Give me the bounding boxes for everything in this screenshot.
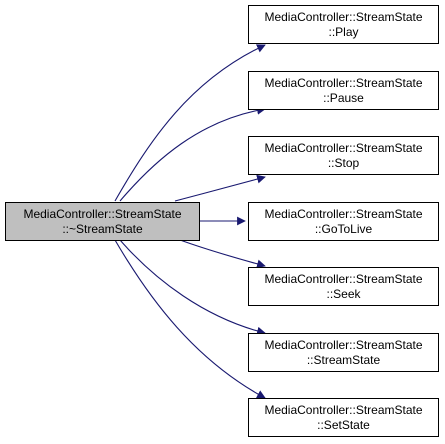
node-play-line2: ::Play bbox=[328, 24, 359, 39]
root-node[interactable]: MediaController::StreamState ::~StreamSt… bbox=[5, 202, 200, 241]
node-setstate-line2: ::SetState bbox=[317, 417, 370, 432]
node-seek[interactable]: MediaController::StreamState ::Seek bbox=[248, 267, 439, 306]
node-seek-line2: ::Seek bbox=[326, 286, 361, 301]
node-stop[interactable]: MediaController::StreamState ::Stop bbox=[248, 136, 439, 175]
node-streamstate[interactable]: MediaController::StreamState ::StreamSta… bbox=[248, 333, 439, 372]
edge-to-pause bbox=[119, 105, 266, 202]
node-gotolive-line2: ::GoToLive bbox=[314, 221, 373, 236]
edge-to-play bbox=[114, 44, 266, 202]
node-streamstate-line2: ::StreamState bbox=[306, 352, 381, 367]
node-gotolive[interactable]: MediaController::StreamState ::GoToLive bbox=[248, 202, 439, 241]
node-streamstate-line1: MediaController::StreamState bbox=[264, 337, 423, 352]
node-play[interactable]: MediaController::StreamState ::Play bbox=[248, 5, 439, 44]
node-stop-line2: ::Stop bbox=[327, 155, 360, 170]
node-play-line1: MediaController::StreamState bbox=[264, 9, 423, 24]
node-pause-line1: MediaController::StreamState bbox=[264, 75, 423, 90]
node-setstate[interactable]: MediaController::StreamState ::SetState bbox=[248, 398, 439, 437]
edge-to-streamstate bbox=[119, 239, 266, 336]
edge-to-seek bbox=[179, 239, 266, 269]
root-node-line1: MediaController::StreamState bbox=[23, 206, 182, 221]
node-setstate-line1: MediaController::StreamState bbox=[264, 402, 423, 417]
node-gotolive-line1: MediaController::StreamState bbox=[264, 206, 423, 221]
node-pause[interactable]: MediaController::StreamState ::Pause bbox=[248, 71, 439, 110]
node-pause-line2: ::Pause bbox=[323, 90, 364, 105]
root-node-line2: ::~StreamState bbox=[62, 221, 143, 236]
node-seek-line1: MediaController::StreamState bbox=[264, 271, 423, 286]
edge-to-stop bbox=[174, 174, 266, 202]
edge-to-setstate bbox=[114, 239, 266, 399]
node-stop-line1: MediaController::StreamState bbox=[264, 140, 423, 155]
